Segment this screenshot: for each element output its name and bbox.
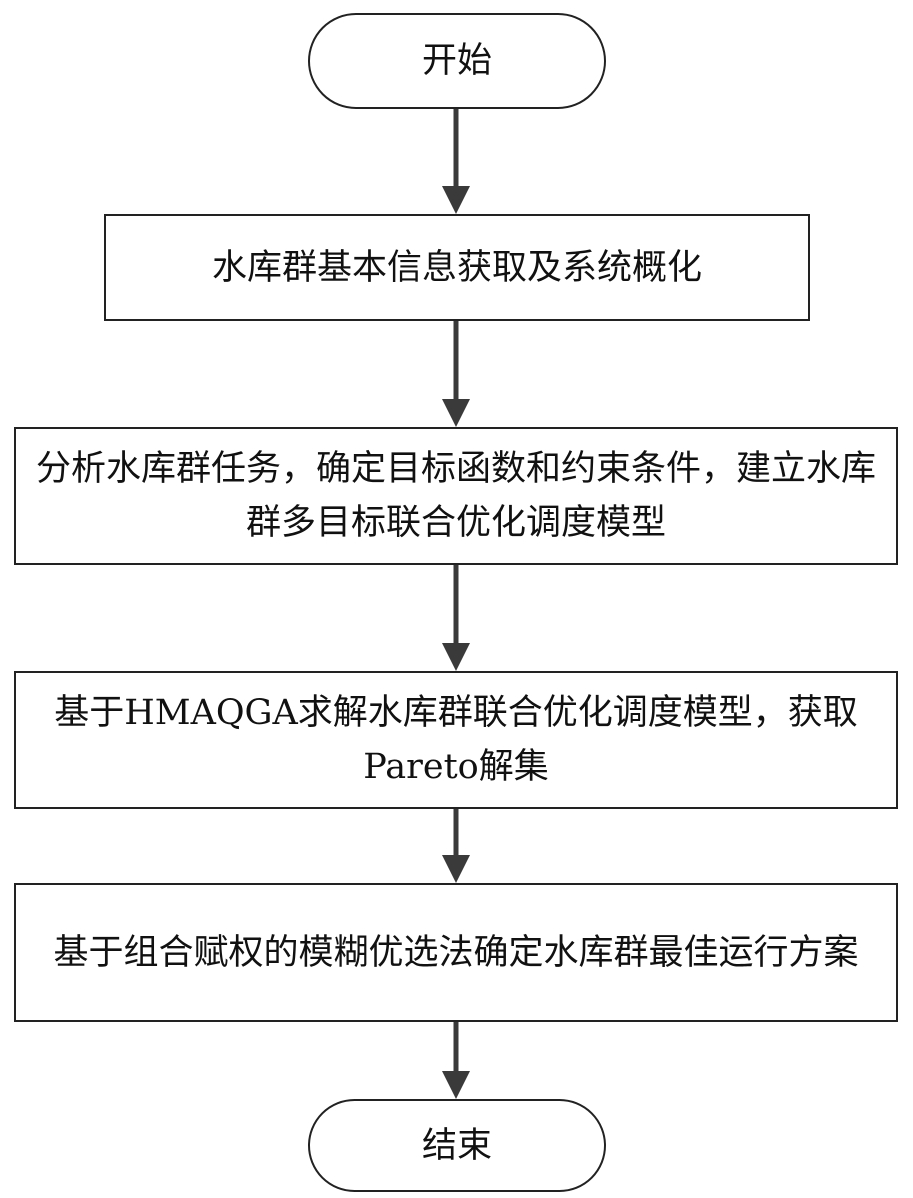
- arrow-step4-to-end: [442, 1022, 470, 1099]
- arrow-step1-to-step2: [442, 321, 470, 427]
- start-terminal: 开始: [308, 13, 606, 109]
- process-step-2: 分析水库群任务，确定目标函数和约束条件，建立水库群多目标联合优化调度模型: [14, 427, 898, 565]
- process-step-4: 基于组合赋权的模糊优选法确定水库群最佳运行方案: [14, 883, 898, 1022]
- process-step-1: 水库群基本信息获取及系统概化: [104, 214, 810, 321]
- arrow-start-to-step1: [442, 109, 470, 214]
- arrow-step3-to-step4: [442, 809, 470, 883]
- start-label: 开始: [421, 41, 492, 81]
- step-3-label: 基于HMAQGA求解水库群联合优化调度模型，获取Pareto解集: [54, 693, 858, 787]
- arrow-step2-to-step3: [442, 565, 470, 671]
- process-step-3: 基于HMAQGA求解水库群联合优化调度模型，获取Pareto解集: [14, 671, 898, 809]
- end-terminal: 结束: [308, 1099, 606, 1192]
- end-label: 结束: [421, 1125, 492, 1166]
- step-4-label: 基于组合赋权的模糊优选法确定水库群最佳运行方案: [53, 932, 859, 973]
- step-1-label: 水库群基本信息获取及系统概化: [211, 247, 702, 288]
- step-2-label: 分析水库群任务，确定目标函数和约束条件，建立水库群多目标联合优化调度模型: [36, 449, 877, 543]
